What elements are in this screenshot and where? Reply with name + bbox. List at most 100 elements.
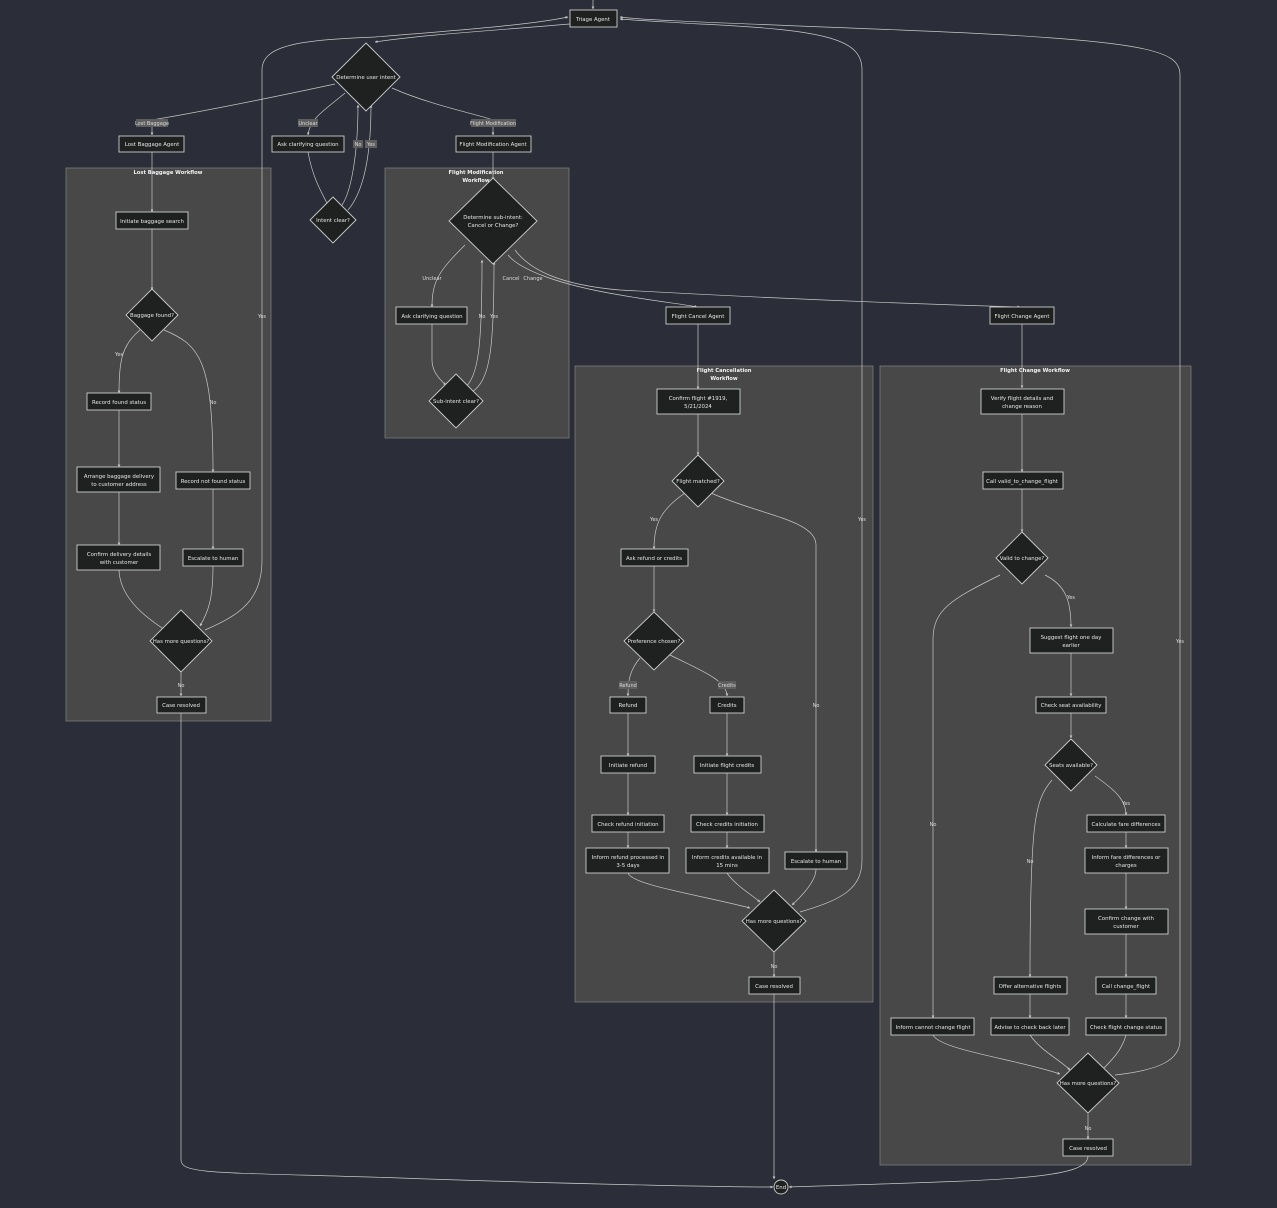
svg-text:Arrange baggage delivery: Arrange baggage delivery <box>84 474 155 480</box>
fc-case-resolved-node[interactable]: Case resolved <box>748 976 801 995</box>
credits-node[interactable]: Credits <box>709 696 745 714</box>
svg-text:Check refund initiation: Check refund initiation <box>597 822 658 828</box>
svg-text:Cancel or Change?: Cancel or Change? <box>468 223 519 229</box>
initiate-flight-credits-node[interactable]: Initiate flight credits <box>693 755 762 774</box>
edge-labels: Lost Baggage Unclear Flight Modification… <box>114 119 1184 1132</box>
check-credits-initiation-node[interactable]: Check credits initiation <box>690 814 765 833</box>
svg-text:Check flight change status: Check flight change status <box>1090 1025 1162 1031</box>
lb-has-more-questions-decision[interactable]: Has more questions? <box>149 609 213 673</box>
confirm-flight-node[interactable]: Confirm flight #1919, 5/21/2024 <box>656 388 741 415</box>
edge-label-fm-sub-yes: Yes <box>489 314 498 320</box>
fm-ask-clarifying-question-node[interactable]: Ask clarifying question <box>395 306 468 325</box>
svg-text:Triage Agent: Triage Agent <box>575 17 610 23</box>
svg-text:change reason: change reason <box>1002 404 1042 410</box>
fc-escalate-to-human-node[interactable]: Escalate to human <box>784 851 848 870</box>
svg-text:Lost Baggage Agent: Lost Baggage Agent <box>125 142 179 148</box>
lost-baggage-agent-node[interactable]: Lost Baggage Agent <box>118 135 185 153</box>
flight-modification-agent-node[interactable]: Flight Modification Agent <box>455 135 532 153</box>
ask-refund-or-credits-node[interactable]: Ask refund or credits <box>620 548 689 567</box>
svg-text:Initiate flight credits: Initiate flight credits <box>700 763 755 769</box>
determine-user-intent-decision[interactable]: Determine user intent <box>331 42 401 112</box>
svg-text:Call valid_to_change_flight: Call valid_to_change_flight <box>986 479 1058 485</box>
svg-text:Confirm change with: Confirm change with <box>1098 916 1154 922</box>
baggage-found-decision[interactable]: Baggage found? <box>125 288 179 342</box>
svg-text:Ask clarifying question: Ask clarifying question <box>277 142 338 148</box>
triage-agent-node[interactable]: Triage Agent <box>569 9 618 28</box>
svg-text:Credits: Credits <box>717 703 736 709</box>
svg-text:5/21/2024: 5/21/2024 <box>684 404 712 410</box>
initiate-baggage-search-node[interactable]: Initiate baggage search <box>115 211 189 230</box>
svg-text:with customer: with customer <box>100 560 139 566</box>
group-title-flight-change: Flight Change Workflow <box>1000 368 1070 374</box>
inform-cannot-change-flight-node[interactable]: Inform cannot change flight <box>890 1017 975 1036</box>
seats-available-decision[interactable]: Seats available? <box>1044 738 1098 792</box>
edge-label-lb-more-no: No <box>178 683 185 689</box>
svg-text:Inform cannot change flight: Inform cannot change flight <box>896 1025 971 1031</box>
confirm-change-with-customer-node[interactable]: Confirm change with customer <box>1084 908 1169 935</box>
svg-text:charges: charges <box>1115 863 1137 869</box>
lb-escalate-to-human-node[interactable]: Escalate to human <box>182 548 244 567</box>
check-refund-initiation-node[interactable]: Check refund initiation <box>591 814 665 833</box>
edge-label-fc-refund: Refund <box>619 683 637 689</box>
svg-text:Confirm delivery details: Confirm delivery details <box>87 552 151 558</box>
fc-has-more-questions-decision[interactable]: Has more questions? <box>741 889 807 953</box>
edges <box>117 0 1181 1189</box>
refund-node[interactable]: Refund <box>609 696 647 714</box>
edge-label-flight-modification: Flight Modification <box>470 121 516 127</box>
check-flight-change-status-node[interactable]: Check flight change status <box>1085 1017 1167 1036</box>
determine-sub-intent-decision[interactable]: Determine sub-intent: Cancel or Change? <box>448 177 538 265</box>
flight-cancel-agent-node[interactable]: Flight Cancel Agent <box>665 306 731 325</box>
record-found-status-node[interactable]: Record found status <box>86 392 152 411</box>
svg-text:Flight Change Agent: Flight Change Agent <box>994 314 1049 320</box>
edge-label-fc-more-no: No <box>771 964 778 970</box>
end-node[interactable]: End <box>773 1179 789 1195</box>
calculate-fare-differences-node[interactable]: Calculate fare differences <box>1086 814 1166 833</box>
call-valid-to-change-flight-node[interactable]: Call valid_to_change_flight <box>982 471 1064 490</box>
inform-credits-available-node[interactable]: Inform credits available in 15 mins <box>685 847 770 874</box>
offer-alternative-flights-node[interactable]: Offer alternative flights <box>993 976 1068 995</box>
svg-text:to customer address: to customer address <box>91 482 147 488</box>
inform-refund-processed-node[interactable]: Inform refund processed in 3-5 days <box>585 847 670 874</box>
svg-text:Initiate refund: Initiate refund <box>609 763 647 769</box>
svg-text:Has more questions?: Has more questions? <box>153 639 210 645</box>
confirm-delivery-details-node[interactable]: Confirm delivery details with customer <box>76 544 161 571</box>
svg-text:15 mins: 15 mins <box>716 863 738 869</box>
edge-label-lost-baggage: Lost Baggage <box>135 121 169 127</box>
initiate-refund-node[interactable]: Initiate refund <box>600 755 656 774</box>
record-not-found-status-node[interactable]: Record not found status <box>175 471 251 490</box>
svg-text:Case resolved: Case resolved <box>162 703 200 709</box>
preference-chosen-decision[interactable]: Preference chosen? <box>623 611 685 671</box>
svg-text:Offer alternative flights: Offer alternative flights <box>999 984 1062 990</box>
fch-case-resolved-node[interactable]: Case resolved <box>1062 1138 1114 1157</box>
fch-has-more-questions-decision[interactable]: Has more questions? <box>1056 1052 1120 1114</box>
svg-text:Initiate baggage search: Initiate baggage search <box>120 219 184 225</box>
lb-case-resolved-node[interactable]: Case resolved <box>156 696 207 714</box>
suggest-flight-earlier-node[interactable]: Suggest flight one day earlier <box>1029 627 1114 654</box>
group-title-flight-mod-line2: Workflow <box>462 178 490 184</box>
svg-text:Determine user intent: Determine user intent <box>336 75 396 81</box>
flight-matched-decision[interactable]: Flight matched? <box>671 454 725 508</box>
edge-label-fc-matched-yes: Yes <box>649 517 658 523</box>
edge-label-lb-more-yes: Yes <box>257 314 266 320</box>
svg-text:Determine sub-intent:: Determine sub-intent: <box>463 215 523 221</box>
svg-text:Preference chosen?: Preference chosen? <box>628 639 681 645</box>
group-title-lost-baggage: Lost Baggage Workflow <box>134 170 203 176</box>
intent-clear-decision[interactable]: Intent clear? <box>309 196 357 244</box>
verify-flight-details-node[interactable]: Verify flight details and change reason <box>980 388 1065 415</box>
edge-label-fc-matched-no: No <box>813 703 820 709</box>
check-seat-availability-node[interactable]: Check seat availability <box>1035 696 1107 714</box>
flight-change-agent-node[interactable]: Flight Change Agent <box>989 306 1055 325</box>
svg-text:Case resolved: Case resolved <box>755 984 793 990</box>
svg-text:Baggage found?: Baggage found? <box>130 313 174 319</box>
svg-text:Ask clarifying question: Ask clarifying question <box>401 314 462 320</box>
inform-fare-differences-node[interactable]: Inform fare differences or charges <box>1084 847 1169 874</box>
svg-text:Record found status: Record found status <box>92 400 146 406</box>
call-change-flight-node[interactable]: Call change_flight <box>1095 976 1157 995</box>
valid-to-change-decision[interactable]: Valid to change? <box>995 531 1049 585</box>
svg-text:Seats available?: Seats available? <box>1049 763 1093 769</box>
svg-text:Verify flight details and: Verify flight details and <box>991 396 1053 402</box>
sub-intent-clear-decision[interactable]: Sub-intent clear? <box>428 373 484 429</box>
advise-check-back-later-node[interactable]: Advise to check back later <box>990 1017 1070 1036</box>
ask-clarifying-question-node[interactable]: Ask clarifying question <box>271 135 345 153</box>
arrange-baggage-delivery-node[interactable]: Arrange baggage delivery to customer add… <box>76 466 161 493</box>
